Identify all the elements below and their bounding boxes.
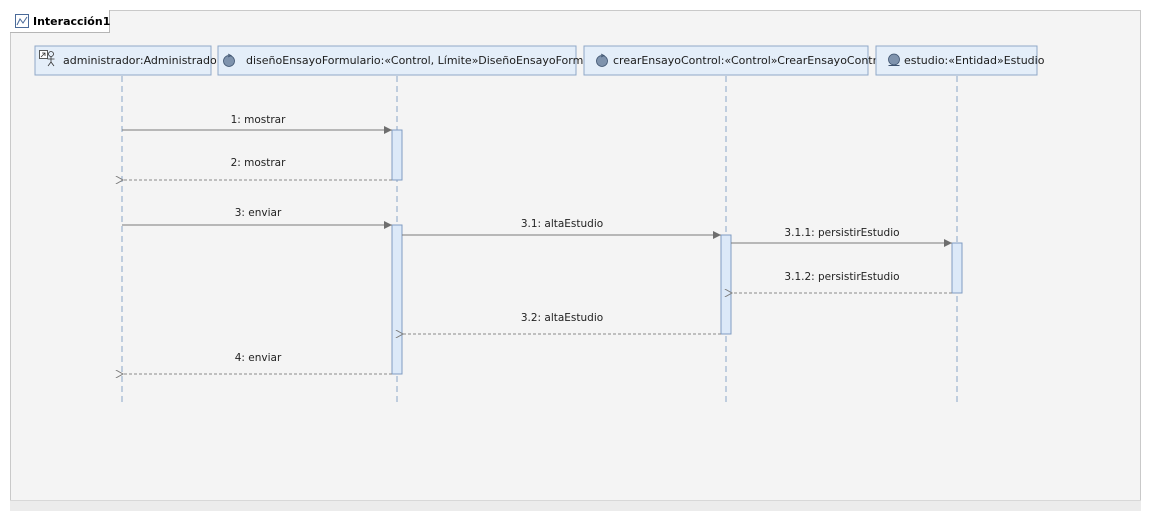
- interaction-icon: [15, 14, 29, 28]
- lifeline-disenoensayoformulario[interactable]: diseñoEnsayoFormulario:«Control, Límite»…: [217, 45, 615, 404]
- message-label: 3.1.2: persistirEstudio: [784, 271, 899, 283]
- lifeline-label: diseñoEnsayoFormulario:«Control, Límite»…: [246, 54, 615, 67]
- lifeline-administrador[interactable]: administrador:Administrador: [34, 45, 222, 404]
- activation-bar[interactable]: [951, 242, 963, 294]
- activation-bar[interactable]: [720, 234, 732, 335]
- message-3-2[interactable]: 3.2: altaEstudio: [403, 312, 721, 334]
- message-4[interactable]: 4: enviar: [123, 352, 392, 374]
- message-label: 4: enviar: [235, 352, 282, 364]
- activation-bar[interactable]: [391, 224, 403, 375]
- message-label: 3: enviar: [235, 207, 282, 219]
- entity-icon: [888, 53, 900, 66]
- control-icon: [596, 53, 608, 67]
- lifeline-head[interactable]: [875, 45, 1038, 76]
- message-label: 2: mostrar: [231, 157, 287, 169]
- frame-title: Interacción1: [33, 15, 111, 28]
- lifeline-label: crearEnsayoControl:«Control»CrearEnsayoC…: [613, 54, 887, 67]
- message-label: 3.1: altaEstudio: [521, 218, 603, 230]
- lifeline-label: estudio:«Entidad»Estudio: [904, 54, 1045, 67]
- message-3-1-2[interactable]: 3.1.2: persistirEstudio: [732, 271, 952, 293]
- message-1[interactable]: 1: mostrar: [122, 114, 392, 134]
- actor-icon: [39, 50, 55, 67]
- message-2[interactable]: 2: mostrar: [123, 157, 392, 180]
- message-label: 1: mostrar: [231, 114, 287, 126]
- message-3[interactable]: 3: enviar: [122, 207, 392, 229]
- lifeline-estudio[interactable]: estudio:«Entidad»Estudio: [875, 45, 1045, 404]
- message-3-1-1[interactable]: 3.1.1: persistirEstudio: [731, 227, 952, 247]
- lifeline-crearensayocontrol[interactable]: crearEnsayoControl:«Control»CrearEnsayoC…: [583, 45, 887, 404]
- lifeline-head[interactable]: [217, 45, 577, 76]
- frame-footer-strip: [10, 500, 1141, 511]
- message-label: 3.2: altaEstudio: [521, 312, 603, 324]
- lifeline-label: administrador:Administrador: [63, 54, 222, 67]
- control-icon: [223, 53, 235, 67]
- message-label: 3.1.1: persistirEstudio: [784, 227, 899, 239]
- lifeline-head[interactable]: [583, 45, 869, 76]
- activation-bar[interactable]: [391, 129, 403, 181]
- message-3-1[interactable]: 3.1: altaEstudio: [402, 218, 721, 239]
- lifeline-head[interactable]: [34, 45, 212, 76]
- frame-title-tab[interactable]: Interacción1: [10, 10, 110, 33]
